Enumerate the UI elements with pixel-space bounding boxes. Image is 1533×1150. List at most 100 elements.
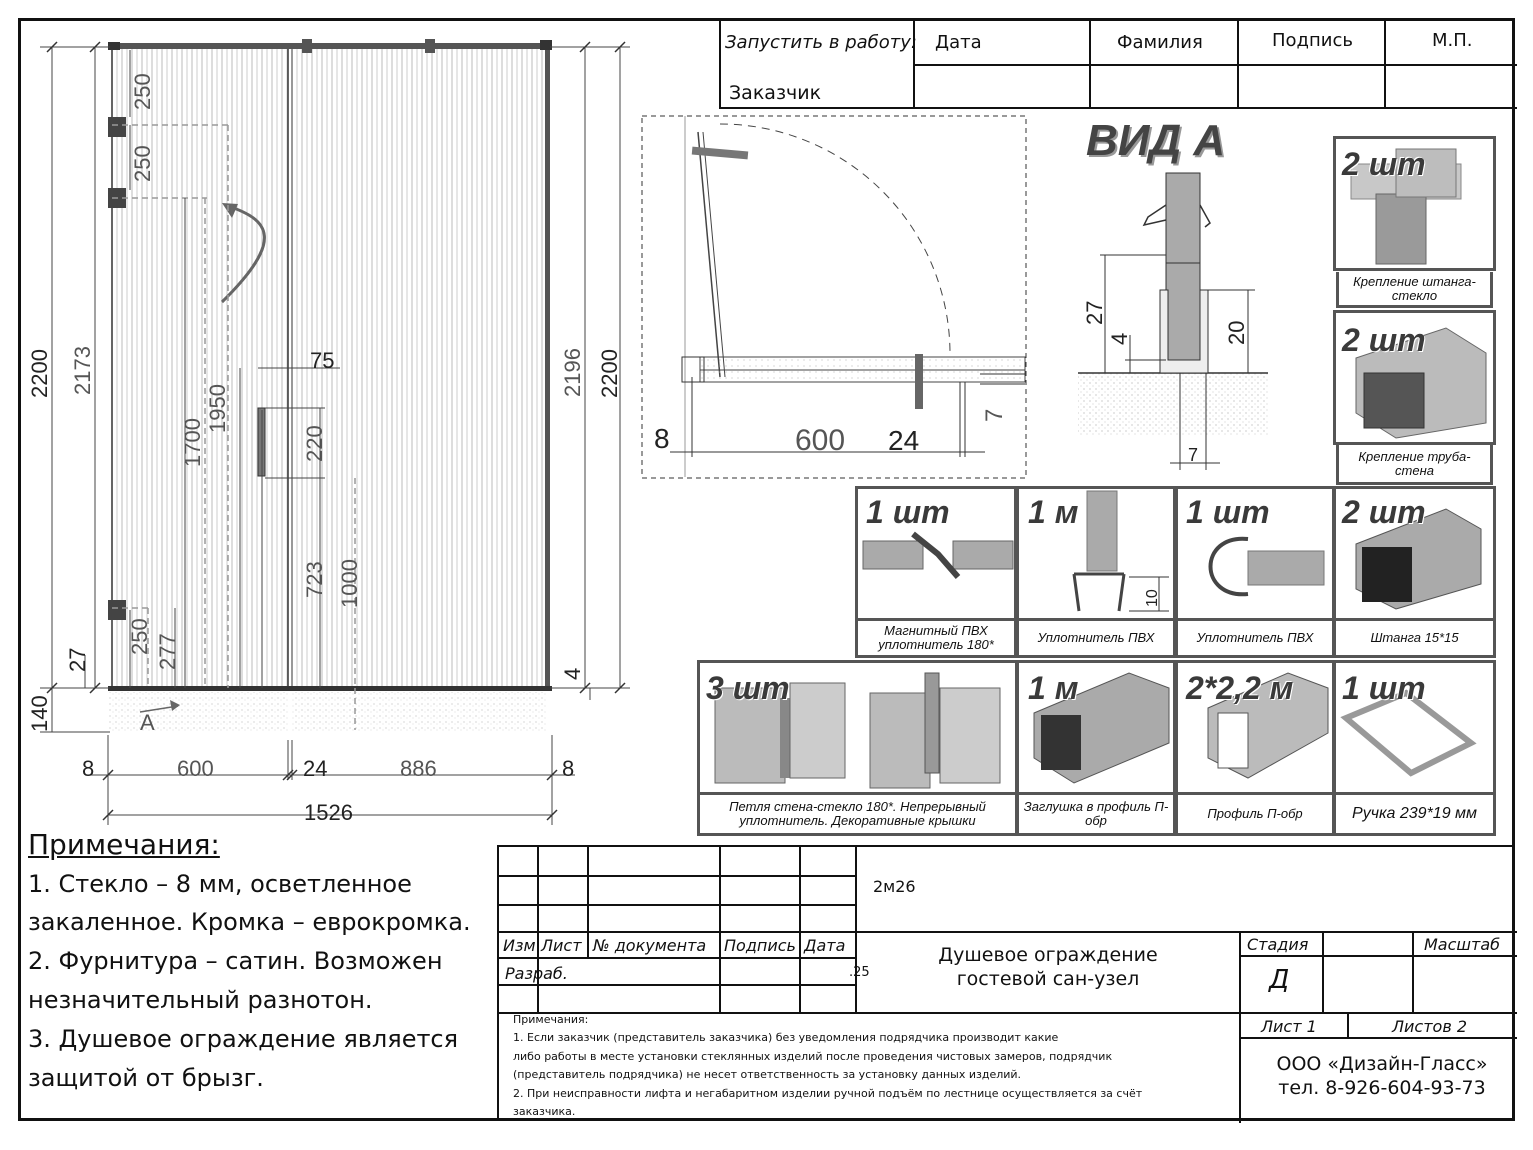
part-box-hinge — [697, 660, 1018, 795]
part-qty-6: 2 шт — [1342, 494, 1426, 530]
surname-label: Фамилия — [1117, 32, 1203, 53]
hinge-top — [108, 117, 126, 137]
swing-arrow — [220, 204, 266, 304]
note-line-2: закаленное. Кромка – еврокромка. — [28, 908, 471, 936]
part-caption-1: Крепление штанга-стекло — [1336, 272, 1493, 308]
drawing-title-1: Душевое ограждение — [938, 944, 1158, 966]
dim-140: 140 — [27, 695, 52, 732]
stage-label: Стадия — [1247, 935, 1309, 954]
note-line-1: 1. Стекло – 8 мм, осветленное — [28, 870, 412, 898]
doc-code: 2м26 — [873, 877, 916, 896]
part-caption-8: Заглушка в профиль П-обр — [1016, 794, 1176, 836]
front-view: A 2200 2173 250 250 1700 1950 75 220 723… — [27, 39, 630, 825]
header-sheet: Лист — [541, 936, 582, 955]
sheet-label: Лист 1 — [1261, 1017, 1317, 1036]
dim-2196: 2196 — [560, 348, 585, 397]
drawing-frame — [18, 18, 1515, 1121]
part-box-magnetic-seal — [855, 486, 1017, 621]
part-dim-10: 10 — [1144, 589, 1161, 607]
scale-label: Масштаб — [1424, 935, 1501, 954]
part-qty-3: 1 шт — [866, 494, 950, 530]
dim-1000: 1000 — [337, 559, 362, 608]
customer-label: Заказчик — [729, 82, 822, 104]
view-a-dim-7: 7 — [1188, 445, 1198, 465]
dim-24: 24 — [303, 756, 327, 781]
part-qty-9: 2*2,2 м — [1186, 670, 1294, 706]
dim-723: 723 — [302, 561, 327, 598]
view-a-title: ВИД А — [1086, 116, 1226, 165]
part-qty-4: 1 м — [1028, 494, 1079, 530]
note-line-4: незначительный разнотон. — [28, 986, 373, 1014]
note-line-6: защитой от брызг. — [28, 1064, 264, 1092]
dim-27: 27 — [65, 648, 90, 672]
dim-250-c: 250 — [127, 618, 152, 655]
part-qty-7: 3 шт — [706, 670, 790, 706]
top-bar — [110, 43, 552, 49]
dim-1700: 1700 — [180, 418, 205, 467]
dim-600: 600 — [177, 756, 214, 781]
plan-dim-600: 600 — [795, 424, 845, 457]
part-caption-4: Уплотнитель ПВХ — [1016, 620, 1176, 658]
part-caption-9: Профиль П-обр — [1175, 794, 1335, 836]
part-box-rod — [1333, 486, 1496, 621]
hinge-bottom — [108, 600, 126, 620]
drawing-title-2: гостевой сан-узел — [956, 968, 1140, 990]
view-a-dim-20: 20 — [1224, 321, 1249, 345]
header-change: Изм — [503, 936, 536, 955]
part-box-rod-glass — [1333, 136, 1496, 271]
remarks-title: Примечания: — [513, 1013, 589, 1026]
dim-8-left: 8 — [82, 756, 94, 781]
dim-220: 220 — [302, 425, 327, 462]
sheets-label: Листов 2 — [1392, 1017, 1468, 1036]
remark-3: (представитель подрядчика) не несет отве… — [513, 1068, 1022, 1081]
company-phone: тел. 8-926-604-93-73 — [1278, 1077, 1486, 1099]
dim-8-right: 8 — [562, 756, 574, 781]
dim-1950: 1950 — [205, 384, 230, 433]
launch-stamp: Запустить в работу: Дата Фамилия Подпись… — [719, 20, 1517, 109]
part-qty-10: 1 шт — [1342, 670, 1426, 706]
developer-date: .25 — [849, 965, 870, 980]
plan-view: 8 600 24 7 — [641, 115, 1027, 479]
remark-1: 1. Если заказчик (представитель заказчик… — [513, 1031, 1059, 1044]
part-qty-5: 1 шт — [1186, 494, 1270, 530]
developer-label: Разраб. — [505, 964, 568, 983]
stage-value: Д — [1269, 965, 1290, 995]
part-box-handle — [1333, 660, 1496, 795]
dim-886: 886 — [400, 756, 437, 781]
dim-277: 277 — [155, 633, 180, 670]
part-box-tube-wall — [1333, 310, 1496, 445]
company-name: ООО «Дизайн-Гласс» — [1276, 1053, 1488, 1075]
dim-250-a: 250 — [130, 73, 155, 110]
part-caption-6: Штанга 15*15 — [1333, 620, 1496, 658]
part-box-u-profile — [1175, 660, 1335, 795]
part-caption-3: Магнитный ПВХ уплотнитель 180* — [855, 620, 1017, 658]
dim-4: 4 — [560, 668, 585, 680]
part-caption-2: Крепление труба-стена — [1336, 445, 1493, 485]
remark-2: либо работы в месте установки стеклянных… — [513, 1050, 1113, 1063]
part-caption-10: Ручка 239*19 мм — [1333, 794, 1496, 836]
plan-dim-8: 8 — [654, 423, 670, 454]
part-box-end-cap — [1016, 660, 1176, 795]
header-signature: Подпись — [724, 936, 796, 955]
part-qty-2: 2 шт — [1342, 322, 1426, 358]
part-qty-1: 2 шт — [1342, 146, 1426, 182]
dim-2173: 2173 — [70, 346, 95, 395]
header-doc-number: № документа — [593, 936, 707, 955]
dim-2200-left: 2200 — [27, 349, 52, 398]
notes-title: Примечания: — [28, 828, 220, 861]
remark-5: заказчика. — [513, 1105, 576, 1118]
dim-75: 75 — [310, 348, 334, 373]
note-line-5: 3. Душевое ограждение является — [28, 1025, 459, 1053]
view-a-marker: A — [140, 710, 155, 735]
part-caption-5: Уплотнитель ПВХ — [1175, 620, 1335, 658]
seal-label: М.П. — [1432, 30, 1473, 51]
note-line-3: 2. Фурнитура – сатин. Возможен — [28, 947, 443, 975]
part-qty-8: 1 м — [1028, 670, 1079, 706]
plan-dim-7: 7 — [981, 409, 1008, 422]
plan-dim-24: 24 — [888, 425, 919, 456]
header-date: Дата — [804, 936, 846, 955]
part-caption-7: Петля стена-стекло 180*. Непрерывный упл… — [697, 794, 1018, 836]
dim-2200-right: 2200 — [597, 349, 622, 398]
start-label: Запустить в работу: — [725, 32, 917, 53]
dim-250-b: 250 — [130, 145, 155, 182]
